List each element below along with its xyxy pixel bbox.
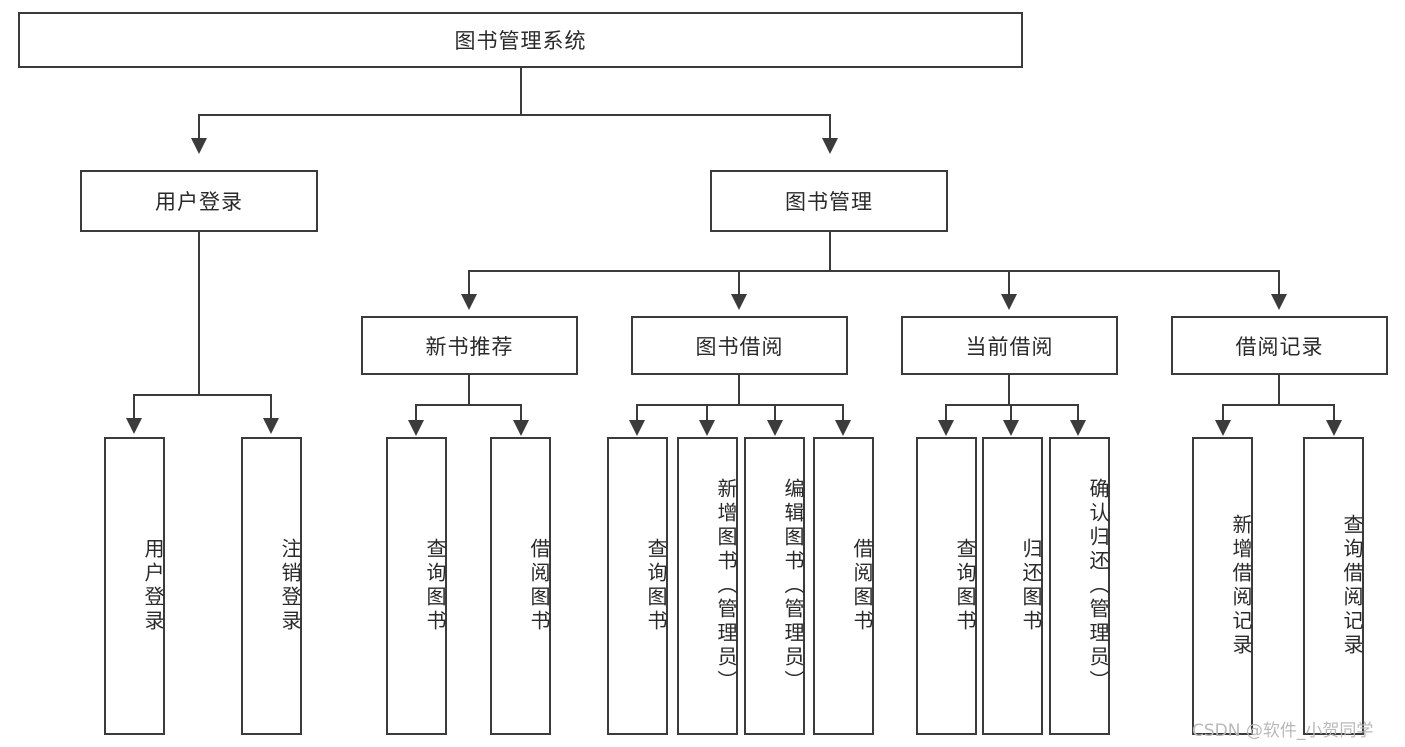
leaf-query-book-2-label: 查询图书: [644, 538, 668, 634]
leaf-confirm-return-label: 确认归还（管理员）: [1086, 478, 1110, 694]
leaf-logout[interactable]: 注销登录: [241, 437, 302, 735]
leaf-edit-book[interactable]: 编辑图书（管理员）: [744, 437, 805, 735]
leaf-user-login-label: 用户登录: [141, 538, 165, 634]
connector-current-borrow-stem: [1008, 375, 1010, 405]
arrowhead-book-manage-l3-2: [731, 294, 747, 310]
connector-current-borrow-leaf-1: [945, 404, 947, 422]
leaf-borrow-book-1[interactable]: 借阅图书: [490, 437, 551, 735]
connector-current-borrow-leaf-3: [1077, 404, 1079, 422]
connector-borrow-record-leaf-1: [1222, 404, 1224, 422]
node-borrow-record-label: 借阅记录: [1235, 334, 1324, 359]
connector-root-to-user-login: [198, 114, 200, 140]
arrowhead-borrow-record-leaf-1: [1215, 420, 1231, 436]
connector-book-manage-bus: [468, 270, 1280, 272]
leaf-logout-label: 注销登录: [278, 538, 302, 634]
arrowhead-current-borrow-leaf-3: [1070, 420, 1086, 436]
connector-book-borrow-stem: [738, 375, 740, 405]
node-root-label: 图书管理系统: [454, 29, 587, 53]
node-book-borrow[interactable]: 图书借阅: [631, 316, 848, 375]
arrowhead-root-to-user-login: [191, 138, 207, 154]
node-user-login-label: 用户登录: [155, 190, 243, 214]
connector-book-borrow-leaf-1: [636, 404, 638, 422]
arrowhead-book-borrow-leaf-3: [767, 420, 783, 436]
node-new-book-recommend[interactable]: 新书推荐: [361, 316, 578, 375]
connector-book-manage-to-l3-1: [468, 270, 470, 296]
node-current-borrow-label: 当前借阅: [965, 334, 1054, 359]
leaf-edit-book-label: 编辑图书（管理员）: [781, 478, 805, 694]
node-book-borrow-label: 图书借阅: [695, 334, 784, 359]
node-new-book-recommend-label: 新书推荐: [425, 334, 514, 359]
connector-new-book-leaf-1: [415, 404, 417, 422]
connector-book-borrow-bus: [636, 404, 844, 406]
leaf-query-record[interactable]: 查询借阅记录: [1303, 437, 1364, 735]
connector-borrow-record-stem: [1278, 375, 1280, 405]
connector-book-borrow-leaf-2: [706, 404, 708, 422]
connector-new-book-stem: [468, 375, 470, 405]
node-book-manage[interactable]: 图书管理: [710, 170, 948, 232]
leaf-borrow-book-1-label: 借阅图书: [527, 538, 551, 634]
connector-book-manage-to-l3-2: [738, 270, 740, 296]
arrowhead-user-login-leaf-1: [126, 418, 142, 434]
leaf-query-book-3-label: 查询图书: [953, 538, 977, 634]
connector-new-book-bus: [415, 404, 522, 406]
arrowhead-book-borrow-leaf-1: [629, 420, 645, 436]
leaf-return-book-label: 归还图书: [1019, 538, 1043, 634]
connector-root-stem: [520, 68, 522, 114]
connector-current-borrow-leaf-2: [1010, 404, 1012, 422]
leaf-add-record-label: 新增借阅记录: [1229, 514, 1253, 658]
arrowhead-book-manage-l3-4: [1271, 294, 1287, 310]
arrowhead-user-login-leaf-2: [263, 418, 279, 434]
csdn-watermark: CSDN @软件_小贺同学: [1192, 721, 1374, 741]
connector-user-login-to-leaf-1: [133, 394, 135, 420]
leaf-query-book-2[interactable]: 查询图书: [607, 437, 668, 735]
connector-book-borrow-leaf-3: [774, 404, 776, 422]
connector-book-borrow-leaf-4: [842, 404, 844, 422]
arrowhead-book-manage-l3-3: [1001, 294, 1017, 310]
leaf-query-record-label: 查询借阅记录: [1340, 514, 1364, 658]
node-borrow-record[interactable]: 借阅记录: [1171, 316, 1388, 375]
leaf-return-book[interactable]: 归还图书: [982, 437, 1043, 735]
node-current-borrow[interactable]: 当前借阅: [901, 316, 1118, 375]
connector-book-manage-to-l3-4: [1278, 270, 1280, 296]
connector-book-manage-to-l3-3: [1008, 270, 1010, 296]
arrowhead-book-borrow-leaf-2: [699, 420, 715, 436]
node-root[interactable]: 图书管理系统: [18, 12, 1023, 68]
arrowhead-book-manage-l3-1: [461, 294, 477, 310]
arrowhead-current-borrow-leaf-2: [1003, 420, 1019, 436]
leaf-borrow-book-2-label: 借阅图书: [850, 538, 874, 634]
connector-book-manage-stem: [829, 232, 831, 272]
leaf-add-record[interactable]: 新增借阅记录: [1192, 437, 1253, 735]
leaf-query-book-3[interactable]: 查询图书: [916, 437, 977, 735]
leaf-confirm-return[interactable]: 确认归还（管理员）: [1049, 437, 1110, 735]
connector-borrow-record-bus: [1222, 404, 1335, 406]
arrowhead-new-book-leaf-1: [408, 420, 424, 436]
connector-root-to-book-manage: [829, 114, 831, 140]
arrowhead-new-book-leaf-2: [513, 420, 529, 436]
leaf-borrow-book-2[interactable]: 借阅图书: [813, 437, 874, 735]
connector-user-login-to-leaf-2: [270, 394, 272, 420]
leaf-add-book[interactable]: 新增图书（管理员）: [677, 437, 738, 735]
connector-user-login-stem: [198, 232, 200, 396]
connector-new-book-leaf-2: [520, 404, 522, 422]
node-book-manage-label: 图书管理: [785, 190, 873, 214]
leaf-query-book-1[interactable]: 查询图书: [386, 437, 447, 735]
leaf-user-login[interactable]: 用户登录: [104, 437, 165, 735]
arrowhead-borrow-record-leaf-2: [1326, 420, 1342, 436]
node-user-login[interactable]: 用户登录: [80, 170, 318, 232]
leaf-add-book-label: 新增图书（管理员）: [714, 478, 738, 694]
connector-root-bus: [199, 114, 831, 116]
leaf-query-book-1-label: 查询图书: [423, 538, 447, 634]
connector-borrow-record-leaf-2: [1333, 404, 1335, 422]
connector-user-login-bus: [133, 394, 272, 396]
arrowhead-root-to-book-manage: [822, 138, 838, 154]
arrowhead-book-borrow-leaf-4: [835, 420, 851, 436]
arrowhead-current-borrow-leaf-1: [938, 420, 954, 436]
